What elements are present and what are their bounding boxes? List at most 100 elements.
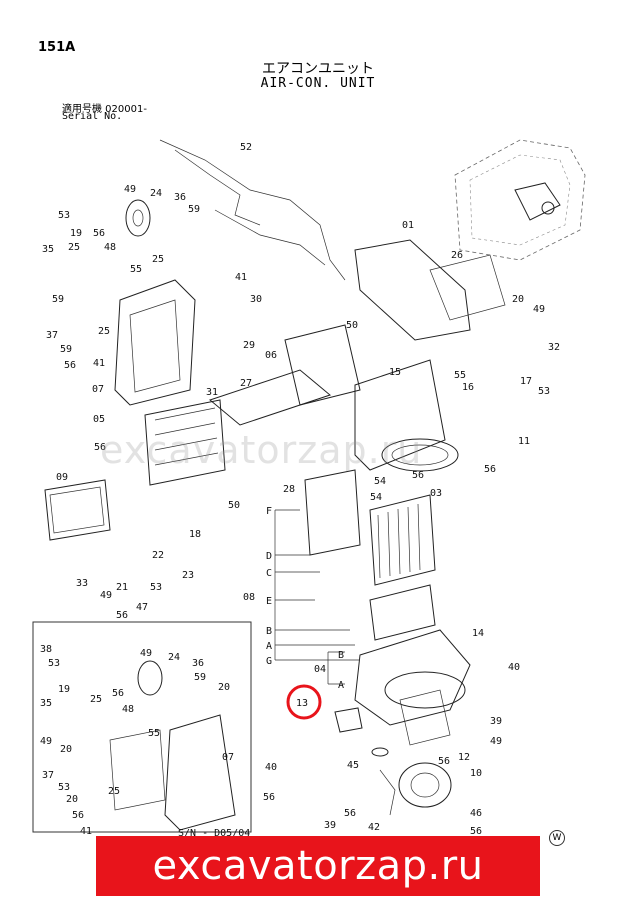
serial-label-english: Serial No. <box>62 111 123 122</box>
callout: 49 <box>533 304 545 315</box>
callout: 36 <box>192 658 204 669</box>
inset-serial: S/N - D05/04 <box>178 828 250 839</box>
callout: 29 <box>243 340 255 351</box>
sub-assembly-letter-labels: F D C E B A G 04 B A S/N - D05/04 <box>178 506 344 839</box>
callout: 20 <box>60 744 72 755</box>
inset-callouts: 38 53 49 24 19 56 48 36 59 20 35 25 49 2… <box>40 644 234 837</box>
inset-frame <box>32 621 252 833</box>
callout: 37 <box>42 770 54 781</box>
callout: 54 <box>370 492 382 503</box>
callout: 55 <box>130 264 142 275</box>
callout: 24 <box>150 188 162 199</box>
callout: 20 <box>512 294 524 305</box>
watermark-text: excavatorzap.ru <box>100 428 423 472</box>
callout: 56 <box>438 756 450 767</box>
callout: 07 <box>92 384 104 395</box>
callout: 06 <box>265 350 277 361</box>
callout: 22 <box>152 550 164 561</box>
title-japanese: エアコンユニット <box>262 61 374 77</box>
callout: 50 <box>346 320 358 331</box>
callout: 10 <box>470 768 482 779</box>
upper-duct <box>354 239 506 341</box>
callout: 49 <box>140 648 152 659</box>
callout: 20 <box>66 794 78 805</box>
callout: 53 <box>58 782 70 793</box>
callout: 56 <box>94 442 106 453</box>
corner-mark: W <box>549 830 565 846</box>
callout: 11 <box>518 436 530 447</box>
letter-label: C <box>266 568 272 579</box>
callout: 19 <box>58 684 70 695</box>
callout: 46 <box>470 808 482 819</box>
callout: 16 <box>462 382 474 393</box>
callout: 48 <box>104 242 116 253</box>
letter-label: G <box>266 656 272 667</box>
callout: 31 <box>206 387 218 398</box>
callout: 39 <box>324 820 336 831</box>
callout: 53 <box>538 386 550 397</box>
letter-label: F <box>266 506 272 517</box>
callout: 56 <box>263 792 275 803</box>
callout: 59 <box>52 294 64 305</box>
callout: 20 <box>218 682 230 693</box>
callout: 05 <box>93 414 105 425</box>
callout: 25 <box>68 242 80 253</box>
letter-label: B <box>338 650 344 661</box>
callout: 59 <box>188 204 200 215</box>
callout: 56 <box>112 688 124 699</box>
connector-part <box>334 707 363 733</box>
pipe-assembly <box>159 139 346 281</box>
callout: 42 <box>368 822 380 833</box>
callout: 41 <box>235 272 247 283</box>
highlight-label: 13 <box>296 698 308 709</box>
callout: 28 <box>283 484 295 495</box>
site-banner[interactable]: excavatorzap.ru <box>96 836 540 896</box>
callout: 41 <box>80 826 92 837</box>
callout: 38 <box>40 644 52 655</box>
callout: 59 <box>60 344 72 355</box>
upper-callouts: 52 49 24 53 19 56 48 36 59 25 35 55 41 2… <box>42 142 560 837</box>
callout: 18 <box>189 529 201 540</box>
group-label: 04 <box>314 664 326 675</box>
callout: 27 <box>240 378 252 389</box>
callout: 56 <box>484 464 496 475</box>
letter-label: D <box>266 551 272 562</box>
callout: 49 <box>490 736 502 747</box>
inset-assembly <box>109 660 236 831</box>
callout: 15 <box>389 367 401 378</box>
callout: 01 <box>402 220 414 231</box>
callout: 49 <box>100 590 112 601</box>
callout: 50 <box>228 500 240 511</box>
callout: 14 <box>472 628 484 639</box>
callout: 59 <box>194 672 206 683</box>
highlight-circle <box>286 684 322 720</box>
blower-motor <box>371 747 452 816</box>
callout: 25 <box>108 786 120 797</box>
letter-label: A <box>266 641 272 652</box>
page-number: 151A <box>38 40 76 55</box>
callout: 07 <box>222 752 234 763</box>
callout: 54 <box>374 476 386 487</box>
callout: 36 <box>174 192 186 203</box>
blower-case <box>354 629 471 746</box>
callout: 48 <box>122 704 134 715</box>
main-unit-case <box>284 324 459 472</box>
callout: 56 <box>93 228 105 239</box>
left-housing <box>114 279 196 406</box>
callout: 45 <box>347 760 359 771</box>
callout: 32 <box>548 342 560 353</box>
callout: 08 <box>243 592 255 603</box>
callout: 55 <box>148 728 160 739</box>
heater-core <box>144 399 226 486</box>
callout: 56 <box>72 810 84 821</box>
callout: 41 <box>93 358 105 369</box>
callout: 33 <box>76 578 88 589</box>
callout: 55 <box>454 370 466 381</box>
callout: 25 <box>98 326 110 337</box>
callout: 12 <box>458 752 470 763</box>
cab-outline <box>454 139 586 261</box>
callout: 56 <box>116 610 128 621</box>
callout: 37 <box>46 330 58 341</box>
letter-label: B <box>266 626 272 637</box>
